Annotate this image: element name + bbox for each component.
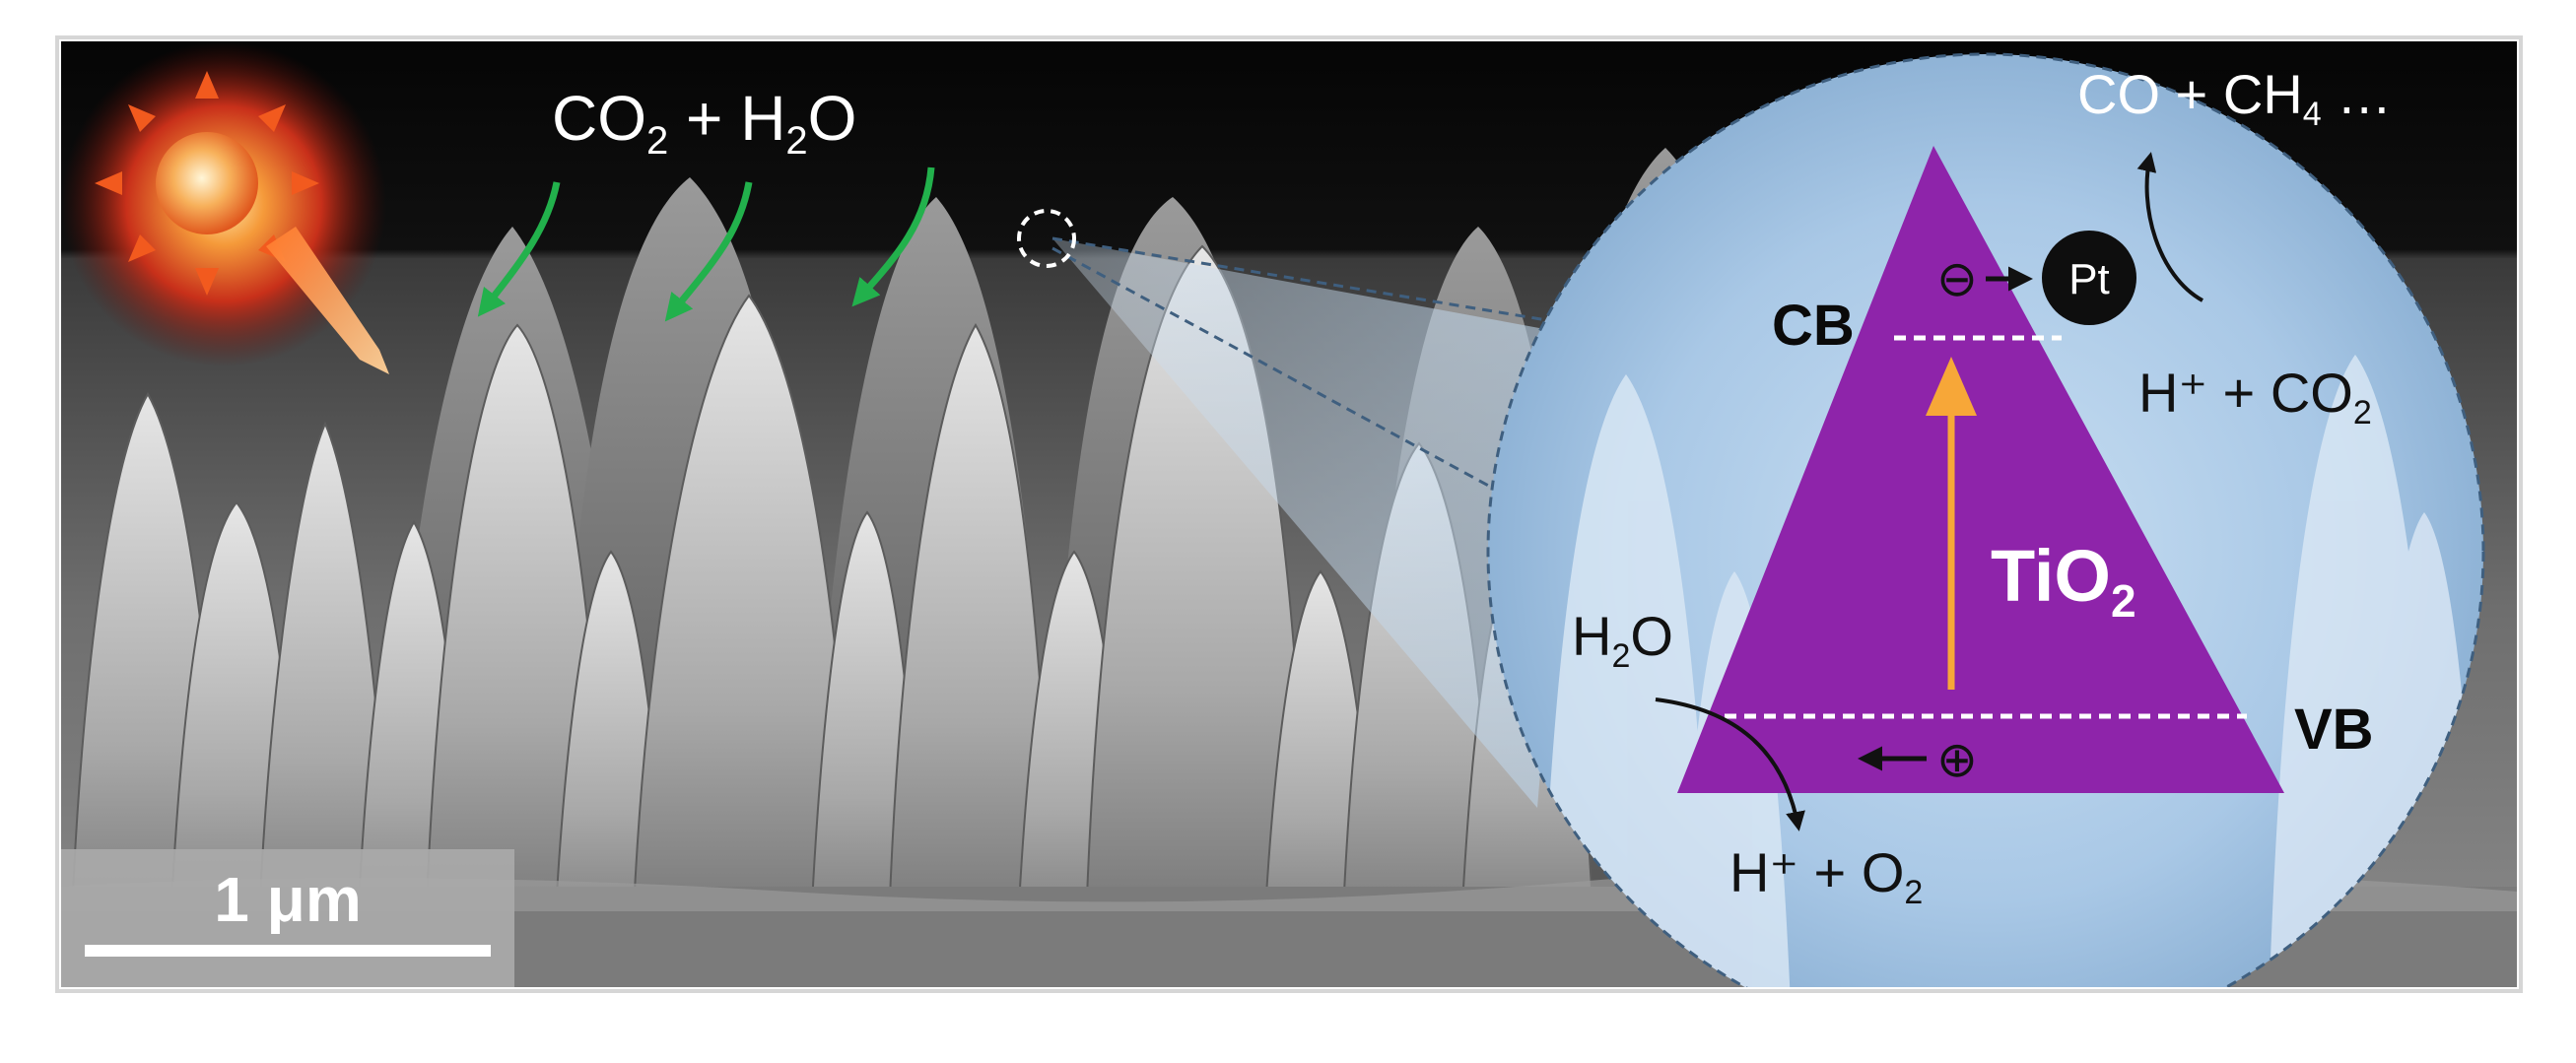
scale-bar bbox=[61, 849, 514, 987]
zoom-cone bbox=[1052, 238, 1577, 808]
reactants-label: CO2 + H2O bbox=[552, 83, 856, 163]
hole-symbol: ⊕ bbox=[1936, 732, 1978, 787]
water-label: H2O bbox=[1572, 605, 1673, 675]
sun-icon bbox=[156, 132, 258, 234]
product-release-arrow bbox=[2136, 152, 2203, 302]
cb-label: CB bbox=[1772, 294, 1855, 358]
diffusion-arrows bbox=[477, 166, 935, 322]
nanorod-array-front bbox=[67, 244, 1598, 987]
zoom-origin-marker bbox=[1017, 209, 1076, 268]
tio2-band-triangle bbox=[1677, 146, 2284, 793]
oxidation-label: H⁺ + O2 bbox=[1729, 841, 1923, 911]
vb-label: VB bbox=[2294, 698, 2374, 762]
reduction-label: H⁺ + CO2 bbox=[2138, 362, 2372, 432]
products-label: CO + CH4 … bbox=[2077, 63, 2392, 133]
scale-bar-label: 1 μm bbox=[214, 864, 361, 935]
pt-cocatalyst bbox=[2042, 231, 2136, 325]
pt-label: Pt bbox=[2068, 255, 2110, 303]
light-beam bbox=[266, 227, 389, 374]
oxidation-arrow bbox=[1655, 698, 1805, 831]
electron-symbol: ⊖ bbox=[1936, 251, 1978, 306]
material-label: TiO2 bbox=[1991, 535, 2136, 627]
